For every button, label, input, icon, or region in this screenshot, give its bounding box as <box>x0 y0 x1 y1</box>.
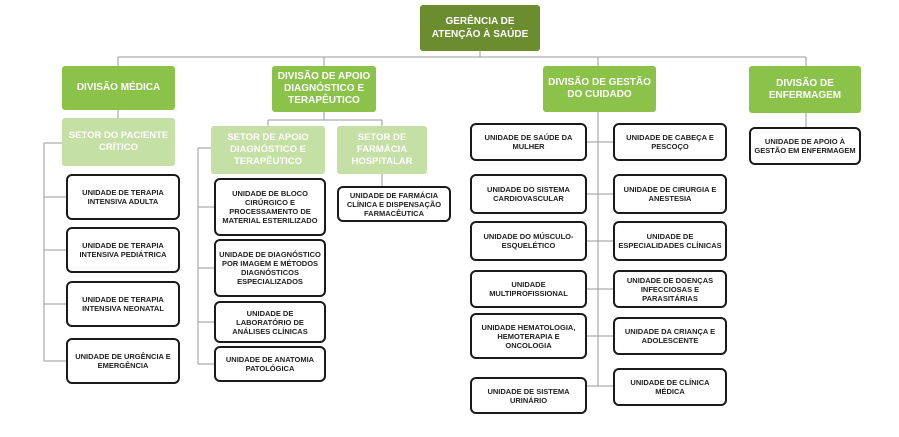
unit-box: UNIDADE DE TERAPIA INTENSIVA NEONATAL <box>66 281 180 327</box>
unit-box: UNIDADE DE CABEÇA E PESCOÇO <box>613 123 727 161</box>
unit-box: UNIDADE DE APOIO À GESTÃO EM ENFERMAGEM <box>749 127 861 165</box>
setor-apoio-box: SETOR DE APOIO DIAGNÓSTICO E TERAPÊUTICO <box>211 126 325 174</box>
unit-box: UNIDADE DE ESPECIALIDADES CLÍNICAS <box>613 221 727 261</box>
unit-box: UNIDADE DE URGÊNCIA E EMERGÊNCIA <box>66 338 180 384</box>
unit-box: UNIDADE DE LABORATÓRIO DE ANÁLISES CLÍNI… <box>214 301 326 343</box>
unit-box: UNIDADE DE TERAPIA INTENSIVA PEDIÁTRICA <box>66 227 180 273</box>
unit-box: UNIDADE DO MÚSCULO-ESQUELÉTICO <box>470 221 587 261</box>
divisao-gestao-box: DIVISÃO DE GESTÃO DO CUIDADO <box>543 66 656 112</box>
divisao-apoio-box: DIVISÃO DE APOIO DIAGNÓSTICO E TERAPÊUTI… <box>272 66 376 112</box>
unit-box: UNIDADE DE FARMÁCIA CLÍNICA E DISPENSAÇÃ… <box>337 186 451 222</box>
unit-box: UNIDADE DE CIRURGIA E ANESTESIA <box>613 174 727 214</box>
unit-box: UNIDADE DE DIAGNÓSTICO POR IMAGEM E MÉTO… <box>214 239 326 297</box>
unit-box: UNIDADE DE TERAPIA INTENSIVA ADULTA <box>66 174 180 220</box>
unit-box: UNIDADE DE SAÚDE DA MULHER <box>470 123 587 161</box>
unit-box: UNIDADE DE ANATOMIA PATOLÓGICA <box>214 346 326 382</box>
gerencia-box: GERÊNCIA DE ATENÇÃO À SAÚDE <box>420 5 540 51</box>
unit-box: UNIDADE DE SISTEMA URINÁRIO <box>470 377 587 414</box>
unit-box: UNIDADE DO SISTEMA CARDIOVASCULAR <box>470 174 587 214</box>
unit-box: UNIDADE MULTIPROFISSIONAL <box>470 270 587 308</box>
divisao-medica-box: DIVISÃO MÉDICA <box>62 66 175 110</box>
unit-box: UNIDADE DA CRIANÇA E ADOLESCENTE <box>613 317 727 355</box>
unit-box: UNIDADE DE DOENÇAS INFECCIOSAS E PARASIT… <box>613 270 727 308</box>
unit-box: UNIDADE DE BLOCO CIRÚRGICO E PROCESSAMEN… <box>214 178 326 236</box>
unit-box: UNIDADE DE CLÍNICA MÉDICA <box>613 368 727 406</box>
divisao-enfermagem-box: DIVISÃO DE ENFERMAGEM <box>749 66 861 113</box>
unit-box: UNIDADE HEMATOLOGIA, HEMOTERAPIA E ONCOL… <box>470 313 587 359</box>
setor-farmacia-box: SETOR DE FARMÁCIA HOSPITALAR <box>337 126 427 174</box>
setor-paciente-critico-box: SETOR DO PACIENTE CRÍTICO <box>62 118 175 166</box>
